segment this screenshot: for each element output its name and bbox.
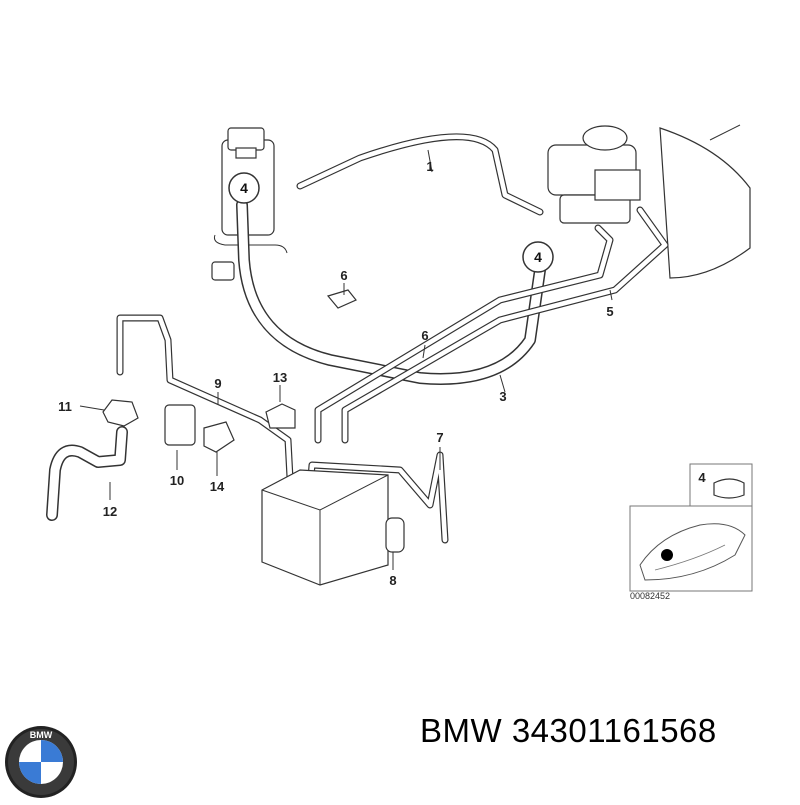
- clip-13: [265, 403, 296, 429]
- clip-2: [326, 289, 357, 309]
- grommet-8: [385, 517, 405, 553]
- inset-part-label: 4: [698, 470, 706, 485]
- brake-hose-12: [46, 426, 128, 521]
- callout-6: 6: [421, 328, 428, 343]
- callout-8: 8: [389, 573, 396, 588]
- caption-part-number: 34301161568: [511, 712, 717, 749]
- bmw-logo: BMW: [5, 726, 77, 798]
- svg-text:4: 4: [534, 249, 542, 265]
- brake-line-1: [296, 133, 544, 216]
- brake-line-7: [306, 451, 449, 544]
- holder-10: [164, 404, 196, 446]
- part-number-caption: BMW 34301161568: [420, 712, 717, 750]
- callout-1: 1: [426, 159, 433, 174]
- inset-box: 4 00082452: [629, 463, 753, 601]
- callout-13: 13: [273, 370, 287, 385]
- brake-line-5: [341, 206, 669, 444]
- bracket-11: [102, 399, 139, 427]
- svg-text:4: 4: [240, 180, 248, 196]
- brake-line-6: [314, 224, 614, 444]
- circled-callout-4b: 4: [522, 241, 554, 273]
- svg-text:BMW: BMW: [30, 730, 53, 740]
- callout-12: 12: [103, 504, 117, 519]
- master-cylinder: [547, 124, 751, 279]
- callout-5: 5: [606, 304, 613, 319]
- circled-callout-4a: 4: [228, 172, 260, 204]
- callout-7: 7: [436, 430, 443, 445]
- callout-labels: 1 6 3 5 6 7 8 9 10 11 12 13 14: [58, 159, 613, 588]
- clip-14: [203, 421, 235, 453]
- leader-lines: [79, 149, 613, 570]
- brake-hose-3: [236, 199, 546, 385]
- callout-11: 11: [58, 399, 72, 414]
- callout-3: 3: [499, 389, 506, 404]
- callout-9: 9: [214, 376, 221, 391]
- inset-code: 00082452: [630, 591, 670, 601]
- callout-2: 6: [340, 268, 347, 283]
- callout-14: 14: [210, 479, 225, 494]
- tank-box: [261, 469, 389, 586]
- brake-line-9: [116, 314, 294, 482]
- location-dot: [661, 549, 673, 561]
- callout-10: 10: [170, 473, 184, 488]
- caption-brand: BMW: [420, 712, 503, 749]
